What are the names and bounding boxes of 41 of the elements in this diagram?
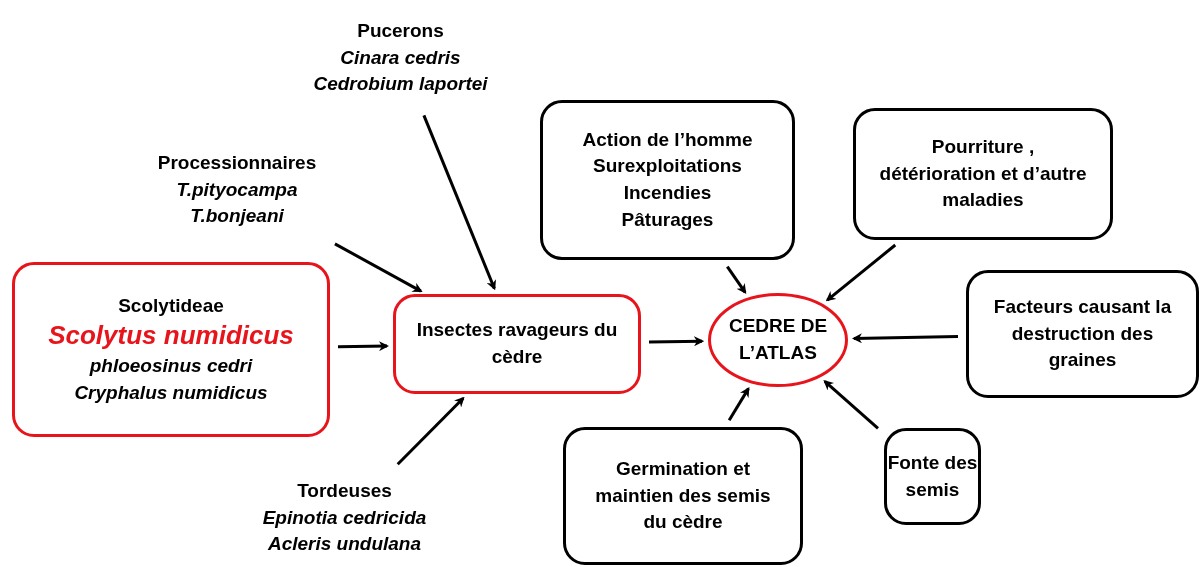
node-text: Acleris undulana [267,532,422,557]
arrow [726,265,747,295]
arrow [648,336,704,347]
node-text: Epinotia cedricida [262,505,427,530]
arrow [851,333,959,344]
node-text: Processionnaires [157,151,317,176]
node-text: T.bonjeani [190,204,284,229]
node-text: T.pityocampa [176,177,298,202]
node-text: phloeosinus cedri [89,354,253,379]
node-text: Cedrobium laportei [313,72,488,97]
central-ellipse [708,293,848,387]
node-text: Scolytideae [118,293,224,318]
node-text: Cinara cedris [340,45,461,70]
node-text: Cryphalus numidicus [74,380,268,405]
node-text: Incendies [623,181,712,205]
node-text: Pucerons [357,19,444,44]
node-text: Fonte des semis [887,450,978,502]
node-text: Scolytus numidicus [48,319,294,353]
arrow [396,396,465,466]
arrow [337,341,389,352]
process-box [563,427,803,565]
process-box [12,262,330,437]
arrow [727,386,750,421]
process-box [966,270,1199,398]
process-box [393,294,641,394]
node-text: Tordeuses [297,479,392,504]
process-box [853,108,1113,240]
arrow [825,243,897,302]
node-text: Insectes ravageurs du cèdre [415,318,619,369]
process-box [540,100,795,260]
arrow [334,242,423,293]
arrow [823,380,879,430]
node-text: CEDRE DE L’ATLAS [727,314,829,365]
process-box [884,428,981,525]
node-text: Action de l’homme [582,127,753,152]
node-text: Germination et maintien des semis du cèdre [594,457,772,535]
arrow [422,114,496,291]
node-text: Facteurs causant la destruction des graines [992,295,1173,373]
node-text: Pâturages [621,207,714,232]
node-text: Pourriture , détérioration et d’autre maladies [878,135,1088,213]
node-text: Surexploitations [593,154,742,179]
